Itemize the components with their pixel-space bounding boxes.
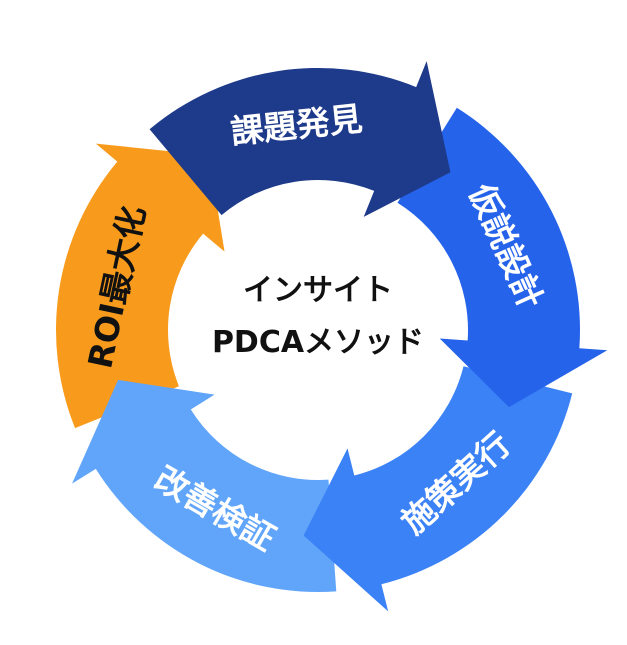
cycle-arrow-roi [56,143,225,429]
cycle-arrow-discover [149,61,451,217]
center-title-line2: PDCAメソッド [212,325,424,360]
center-title-line1: インサイト [243,273,393,308]
cycle-arrow-execute [303,366,573,612]
cycle-arrow-hypothesis [397,107,608,408]
cycle-arrow-verify [72,379,337,592]
